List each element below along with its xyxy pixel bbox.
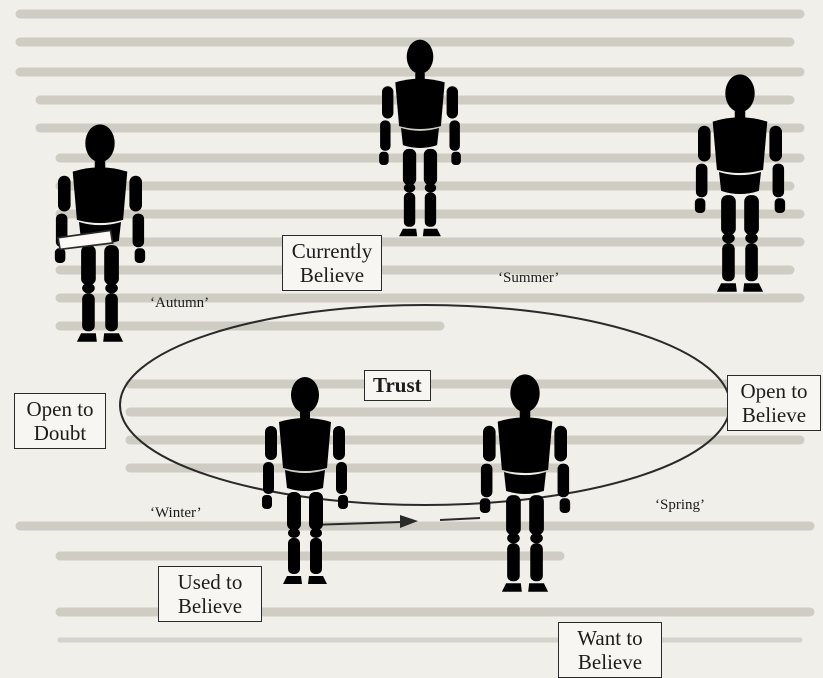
open-to-doubt-box: Open to Doubt (14, 393, 106, 449)
season-autumn-label: ‘Autumn’ (150, 295, 210, 311)
currently-believe-box: Currently Believe (282, 235, 382, 291)
trust-cycle-ellipse (119, 304, 731, 506)
season-winter-label: ‘Winter’ (150, 505, 202, 521)
want-to-believe-box: Want to Believe (558, 622, 662, 678)
open-to-believe-box: Open to Believe (727, 375, 821, 431)
used-to-believe-box: Used to Believe (158, 566, 262, 622)
trust-label: Trust (364, 370, 431, 401)
season-spring-label: ‘Spring’ (655, 497, 705, 513)
season-summer-label: ‘Summer’ (498, 270, 560, 286)
cycle-arrow (309, 515, 481, 528)
figure-open-to-doubt (54, 124, 146, 342)
